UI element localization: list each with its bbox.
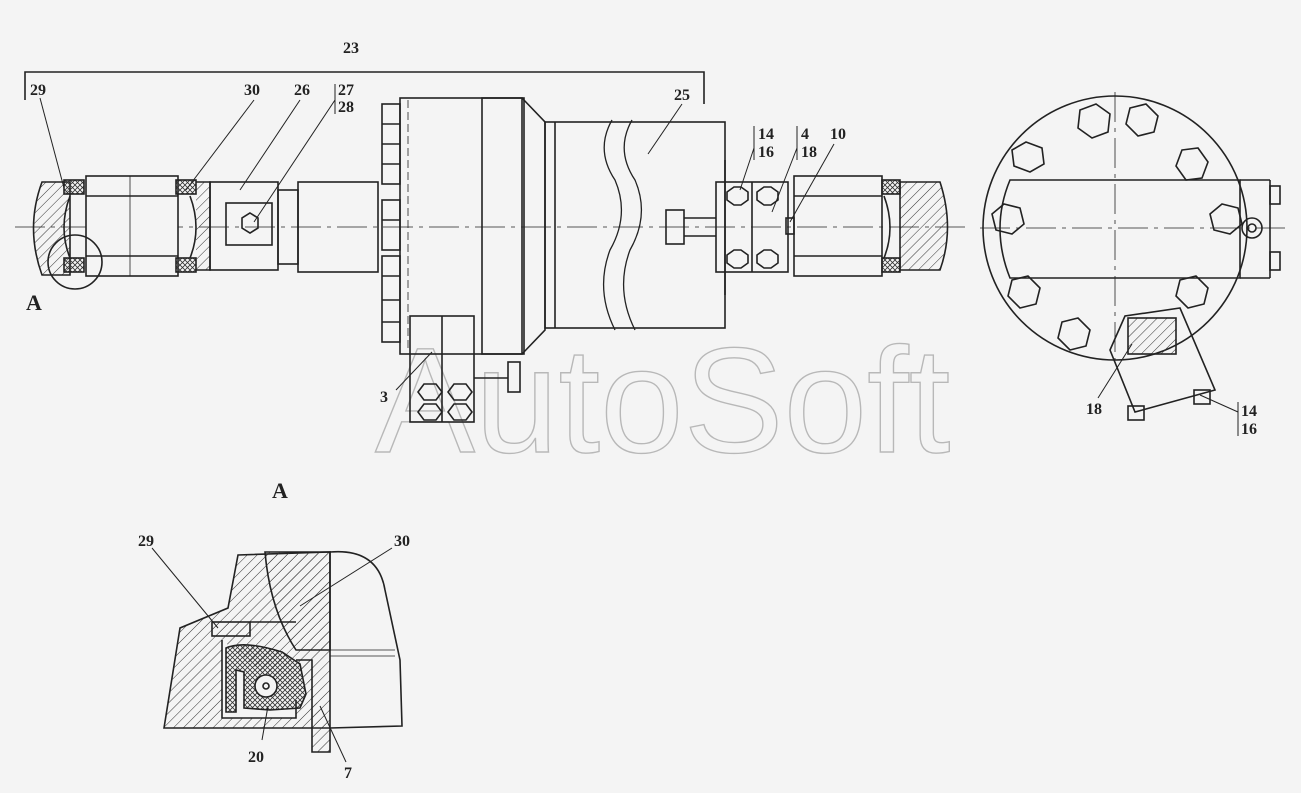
left-bearing-housing [32,175,211,277]
leader-lines [39,84,1239,763]
label-end-18: 18 [1086,401,1102,418]
watermark: AutoSoft [375,316,950,484]
label-end-16: 16 [1241,421,1257,438]
label-18: 18 [801,144,817,161]
detail-label-29: 29 [138,533,154,550]
detail-label-30: 30 [394,533,410,550]
label-28: 28 [338,99,354,116]
label-16: 16 [758,144,774,161]
bracket-23 [24,71,705,104]
label-3: 3 [380,389,388,406]
detail-label-7: 7 [344,765,352,782]
label-29: 29 [30,82,46,99]
label-26: 26 [294,82,310,99]
right-shaft-end [665,175,949,277]
shaft-26 [209,181,379,273]
label-end-14: 14 [1241,403,1257,420]
detail-label-20: 20 [248,749,264,766]
label-30: 30 [244,82,260,99]
label-23: 23 [343,40,359,57]
label-4: 4 [801,126,809,143]
end-view [980,92,1285,421]
label-14: 14 [758,126,774,143]
label-27: 27 [338,82,354,99]
detail-a-circle [47,234,103,290]
label-10: 10 [830,126,846,143]
label-25: 25 [674,87,690,104]
label-a: A [26,290,42,315]
detail-view-a [163,550,403,753]
detail-view-title: A [272,478,288,503]
